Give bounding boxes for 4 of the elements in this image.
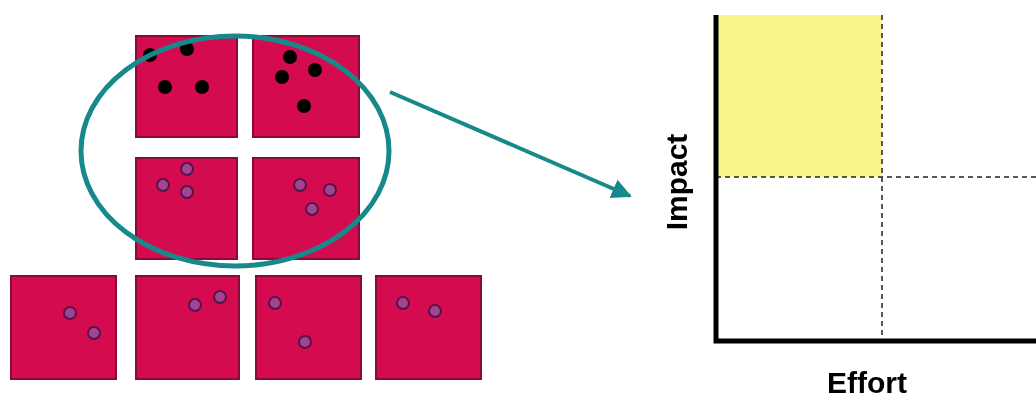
axis-label: Effort [827,366,907,400]
arrow [389,90,632,198]
axis-label: Impact [660,132,694,233]
ellipse-outline [78,33,392,269]
